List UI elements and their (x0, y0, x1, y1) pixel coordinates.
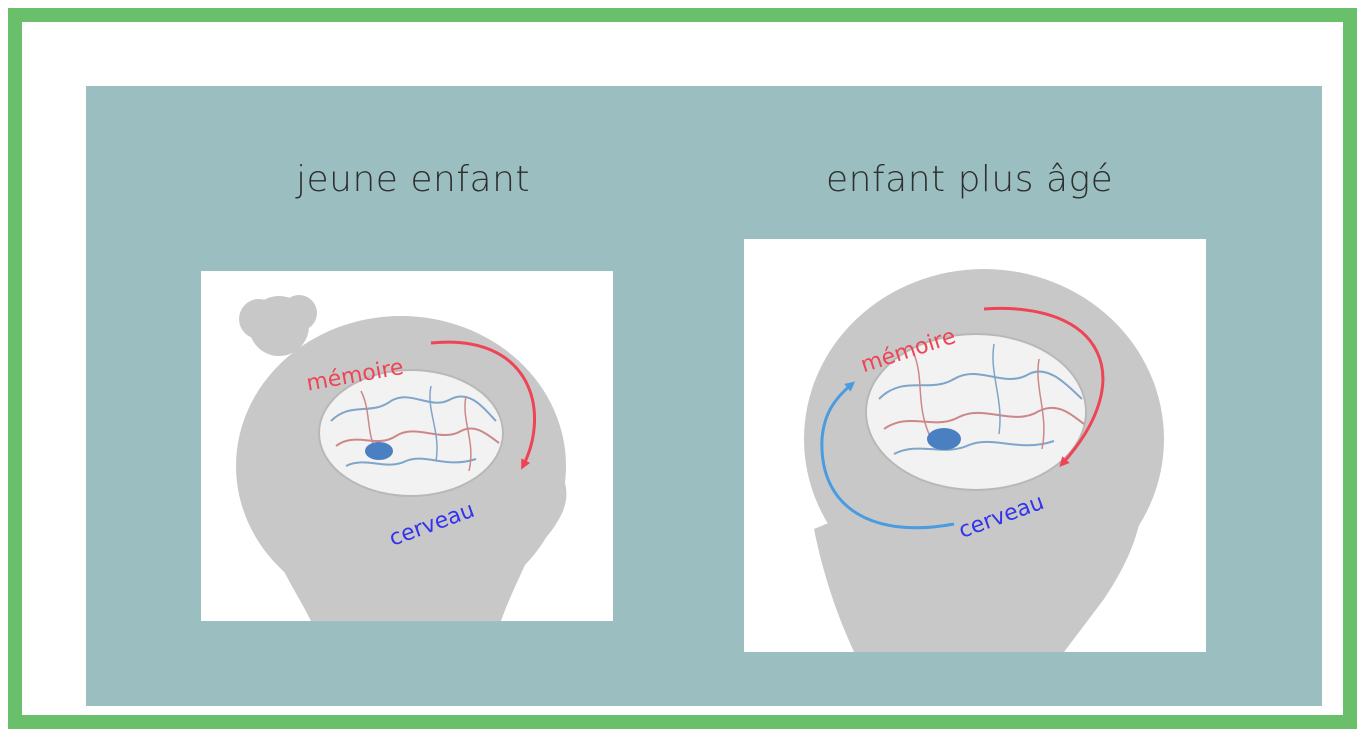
young-child-illustration: mémoire cerveau (201, 271, 613, 621)
diagram-panel: jeune enfant enfant plus âgé (86, 86, 1322, 706)
hippocampus-icon (365, 442, 393, 460)
outer-frame: jeune enfant enfant plus âgé (8, 8, 1357, 729)
young-child-card: mémoire cerveau (201, 271, 613, 621)
hippocampus-icon (927, 428, 961, 450)
older-child-illustration: mémoire cerveau (744, 239, 1206, 652)
older-child-card: mémoire cerveau (744, 239, 1206, 652)
title-older-child: enfant plus âgé (826, 159, 1113, 200)
title-young-child: jeune enfant (296, 159, 530, 200)
